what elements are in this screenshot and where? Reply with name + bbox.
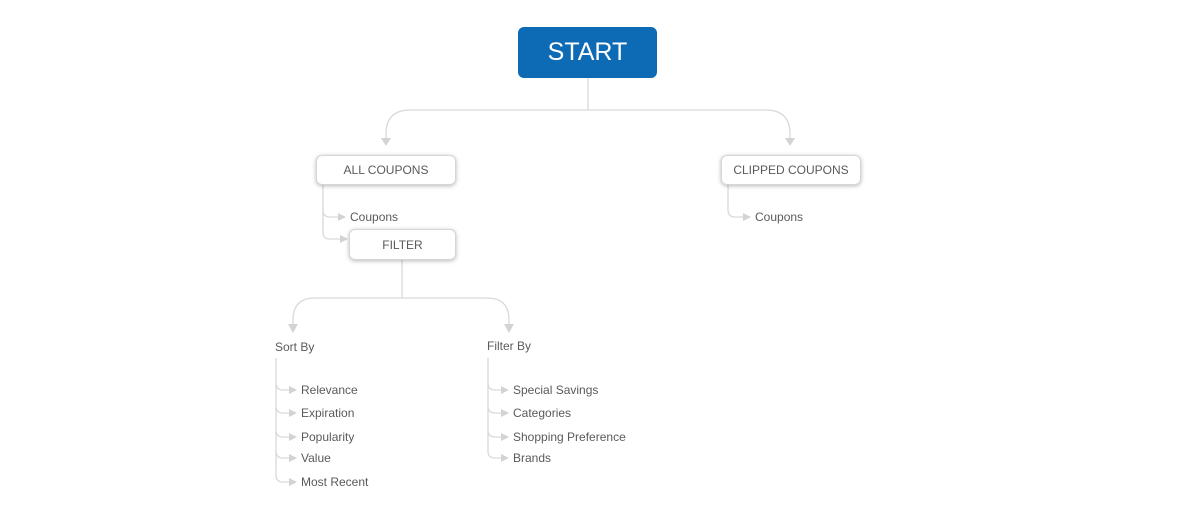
sort-option-popularity[interactable]: Popularity	[301, 430, 355, 444]
sort-option-relevance[interactable]: Relevance	[301, 383, 358, 397]
filter-option-shopping-preference[interactable]: Shopping Preference	[513, 430, 626, 444]
filter-option-brands[interactable]: Brands	[513, 451, 552, 465]
arrow-right-icon	[289, 478, 297, 486]
arrow-right-icon	[289, 454, 297, 462]
sort-option-value[interactable]: Value	[301, 451, 331, 465]
sort-item-line-1	[275, 358, 291, 391]
filterby-item-line-3	[487, 406, 503, 438]
filterby-item-line-1	[487, 358, 503, 391]
arrow-right-icon	[501, 433, 509, 441]
filter-label: FILTER	[382, 237, 423, 252]
all-coupons-filter-line	[322, 210, 342, 240]
arrow-right-icon	[743, 213, 751, 221]
sort-item-line-2	[275, 383, 291, 414]
all-coupons-label: ALL COUPONS	[343, 163, 429, 177]
clipped-coupons-node[interactable]: CLIPPED COUPONS	[721, 155, 861, 185]
sort-by-heading: Sort By	[275, 340, 315, 354]
branch-right-line	[588, 109, 791, 142]
arrow-down-icon	[504, 324, 514, 333]
arrow-right-icon	[289, 386, 297, 394]
branch-left-line	[385, 109, 588, 142]
filter-option-categories[interactable]: Categories	[513, 406, 572, 420]
filterby-item-line-2	[487, 383, 503, 414]
filter-branch-right-line	[402, 297, 510, 326]
sort-option-expiration[interactable]: Expiration	[301, 406, 355, 420]
arrow-right-icon	[501, 386, 509, 394]
sort-option-most-recent[interactable]: Most Recent	[301, 475, 369, 489]
arrow-right-icon	[338, 213, 346, 221]
start-label: START	[547, 38, 628, 66]
filter-node[interactable]: FILTER	[349, 229, 456, 260]
sort-item-line-3	[275, 406, 291, 438]
arrow-right-icon	[501, 409, 509, 417]
arrow-down-icon	[785, 138, 795, 146]
filter-by-heading: Filter By	[487, 339, 532, 353]
clipped-coupons-child-coupons[interactable]: Coupons	[755, 210, 804, 224]
arrow-right-icon	[289, 409, 297, 417]
all-coupons-coupons-line	[322, 185, 340, 218]
arrow-right-icon	[501, 454, 509, 462]
all-coupons-node[interactable]: ALL COUPONS	[316, 155, 456, 185]
filter-option-special-savings[interactable]: Special Savings	[513, 383, 599, 397]
all-coupons-child-coupons[interactable]: Coupons	[350, 210, 399, 224]
arrow-right-icon	[289, 433, 297, 441]
arrow-right-icon	[340, 235, 348, 243]
sort-item-line-4	[275, 430, 291, 459]
sort-item-line-5	[275, 451, 291, 483]
arrow-down-icon	[381, 138, 391, 146]
start-node[interactable]: START	[518, 27, 657, 78]
filterby-item-line-4	[487, 430, 503, 459]
filter-branch-left-line	[292, 297, 402, 326]
arrow-down-icon	[288, 324, 298, 333]
clipped-coupons-label: CLIPPED COUPONS	[733, 163, 849, 177]
clipped-coupons-coupons-line	[727, 185, 745, 218]
